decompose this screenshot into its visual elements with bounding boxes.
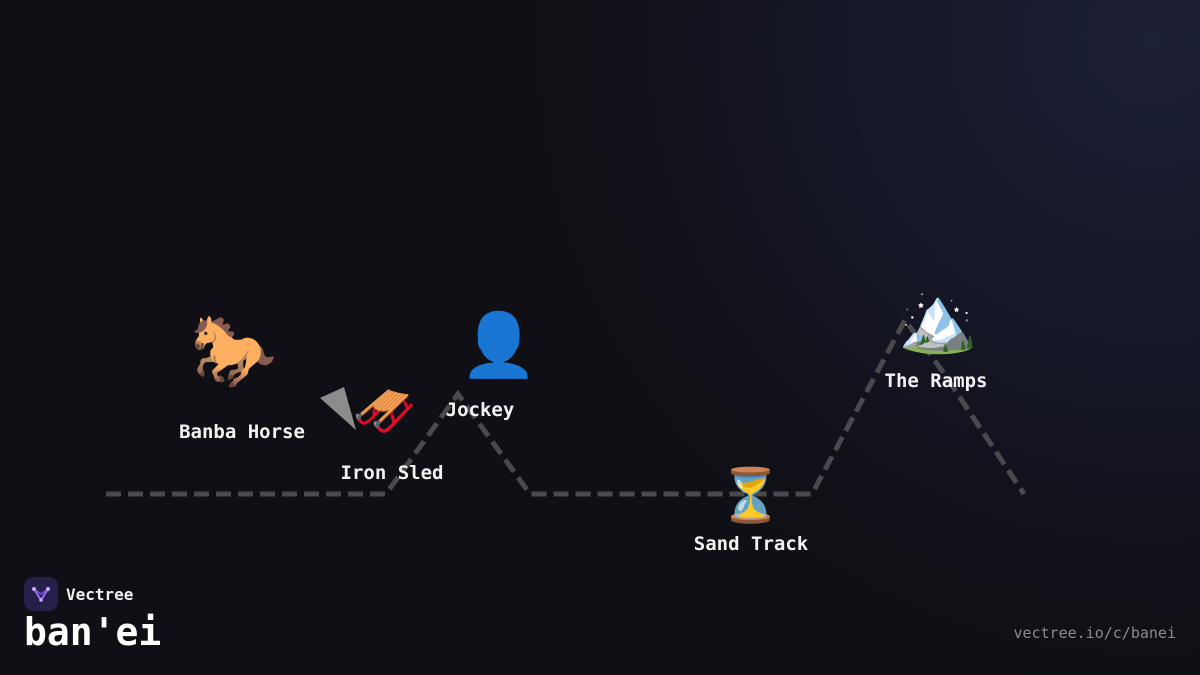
vectree-logo-icon [24,577,58,611]
sled-runner-shape [320,387,356,430]
node-label-iron-sled: Iron Sled [340,462,444,484]
node-label-sand-track: Sand Track [693,533,809,555]
track-path [106,315,1027,497]
page-title: ban'ei [24,610,162,654]
sled-icon: 🛷 [352,382,417,442]
brand-name: Vectree [66,584,134,604]
mountain-icon: 🏔️ [898,283,978,357]
horse-icon: 🐎 [190,310,278,392]
node-label-the-ramps: The Ramps [884,370,988,392]
source-url: vectree.io/c/banei [1013,624,1176,642]
node-label-banba-horse: Banba Horse [179,421,305,443]
hourglass-icon: ⏳ [718,466,783,526]
node-label-jockey: Jockey [445,399,515,421]
person-silhouette-icon: 👤 [460,308,538,381]
brand: Vectree [24,577,133,611]
